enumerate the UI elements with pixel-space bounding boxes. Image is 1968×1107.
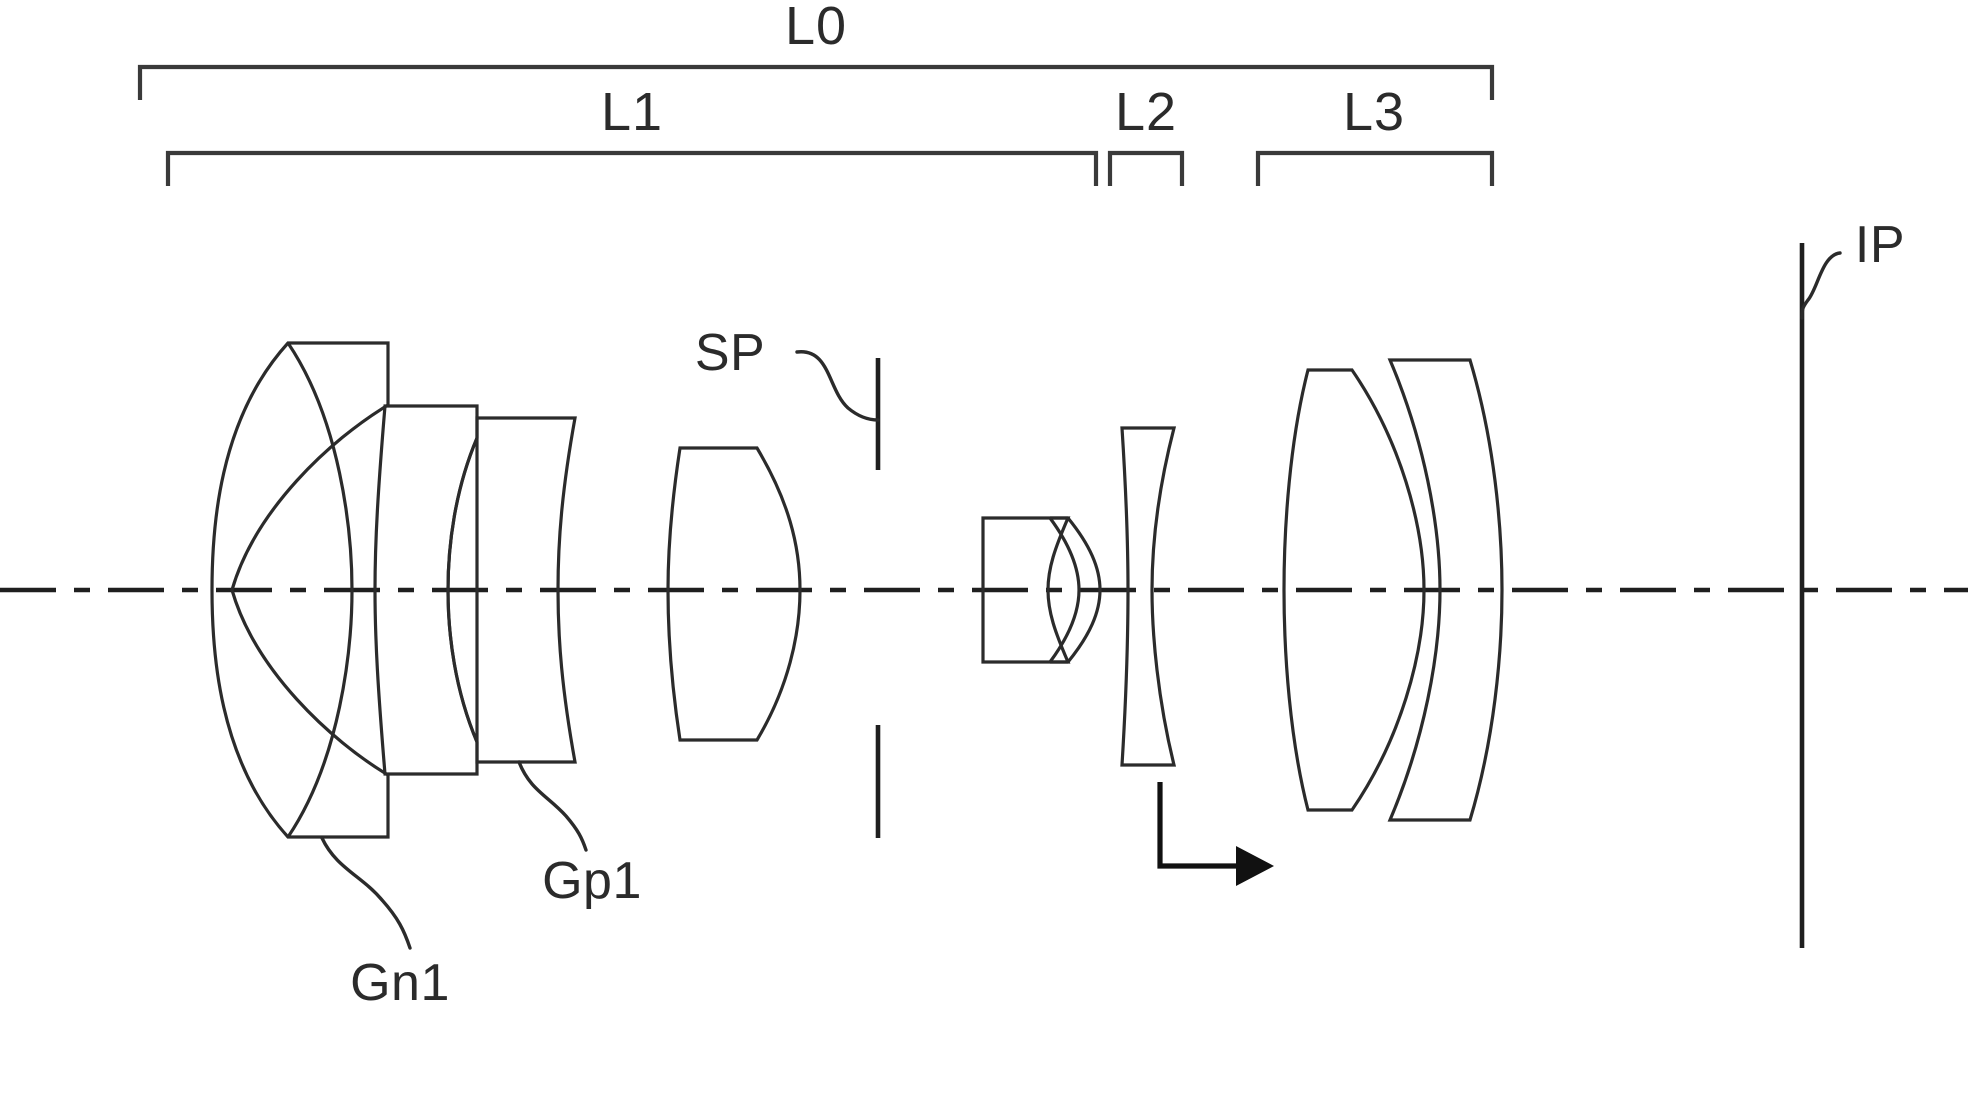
- annotation-label-gp1: Gp1: [542, 852, 642, 910]
- lens-element-gn1: [210, 341, 390, 839]
- arrow-head-icon: [1236, 846, 1274, 886]
- movement-arrow-l2: [1157, 782, 1274, 886]
- bracket-label-L0: L0: [785, 0, 847, 56]
- lens-element-l1-e2: [373, 404, 479, 776]
- bracket-L1: [165, 150, 1099, 186]
- gp1-leader-line: [517, 760, 588, 852]
- annotation-label-gn1: Gn1: [350, 954, 450, 1012]
- lens-element-l1-doublet: [981, 516, 1102, 664]
- bracket-L3: [1255, 150, 1495, 186]
- bracket-label-L1: L1: [601, 82, 663, 142]
- gn1-leader-line: [320, 836, 412, 950]
- ip-leader-line: [1800, 251, 1842, 320]
- bracket-L0: [137, 64, 1495, 100]
- annotation-label-ip: IP: [1855, 216, 1905, 274]
- lens-element-l3-meniscus: [1387, 358, 1504, 822]
- bracket-label-L3: L3: [1343, 82, 1405, 142]
- lens-element-l1-biconvex: [666, 446, 802, 742]
- bracket-L2: [1107, 150, 1185, 186]
- lens-element-gp1: [475, 416, 577, 764]
- lens-element-l2: [1120, 426, 1177, 767]
- annotation-label-sp: SP: [695, 324, 765, 382]
- lens-element-l3-biconvex: [1282, 368, 1426, 812]
- bracket-label-L2: L2: [1115, 82, 1177, 142]
- sp-leader-line: [795, 350, 880, 422]
